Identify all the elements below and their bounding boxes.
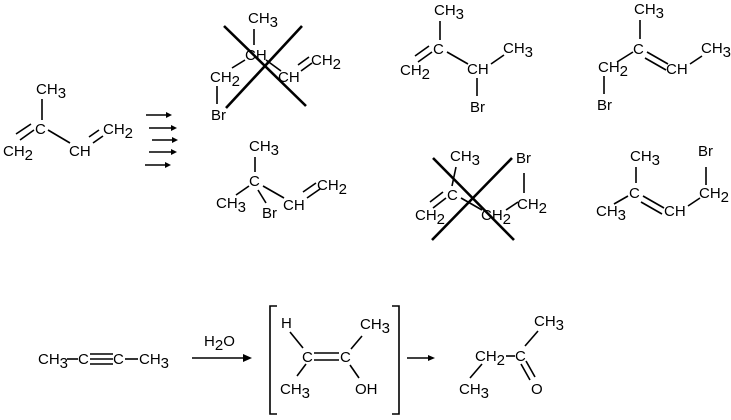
- p2-br: Br: [262, 205, 277, 222]
- p3-c: C: [433, 41, 444, 58]
- p3-ch3-top: CH3: [434, 2, 464, 23]
- p6-ch3-top: CH3: [630, 148, 660, 169]
- p5-ch: CH: [666, 61, 688, 78]
- product-allylic-bromide-bottom: CH3 C CH3 CH CH2 Br: [596, 143, 729, 224]
- ketone-ch3-bottom: CH3: [459, 381, 489, 402]
- alkyne-ch3-left: CH3: [38, 351, 68, 372]
- p5-br: Br: [597, 97, 612, 114]
- p6-ch: CH: [664, 203, 686, 220]
- p6-br: Br: [698, 143, 713, 160]
- p1-ch2: CH2: [210, 69, 240, 90]
- p2-ch2: CH2: [317, 177, 347, 198]
- p3-ch3-right: CH3: [503, 40, 533, 61]
- p1-ch-right: CH: [278, 69, 300, 86]
- isoprene-ch3: CH3: [36, 81, 66, 102]
- p2-ch3-top: CH3: [249, 138, 279, 159]
- p6-c: C: [629, 185, 640, 202]
- p4-ch2-left: CH2: [415, 207, 445, 228]
- tautomer-arrow: [407, 355, 435, 361]
- p2-ch: CH: [283, 197, 305, 214]
- p5-c: C: [633, 41, 644, 58]
- p1-ch2-right: CH2: [311, 52, 341, 73]
- product-secondary-bromide: CH3 C CH2 CH CH3 Br: [400, 2, 533, 116]
- ketone-c: C: [515, 348, 526, 365]
- isoprene-ch2-right: CH2: [103, 121, 133, 142]
- isoprene-ch2-left: CH2: [3, 143, 33, 164]
- isoprene-ch: CH: [69, 143, 91, 160]
- hydration-arrow: H2O: [192, 333, 252, 362]
- ketone-ch3-top: CH3: [534, 313, 564, 334]
- p4-ch2-right: CH2: [517, 196, 547, 217]
- alkyne-c-right: C: [113, 351, 124, 368]
- p6-ch3-left: CH3: [596, 203, 626, 224]
- p5-ch3-right: CH3: [701, 40, 731, 61]
- reagent-label: H2O: [204, 333, 235, 354]
- ketone-o: O: [531, 381, 543, 398]
- p3-ch2: CH2: [400, 62, 430, 83]
- ketone-product: CH3 CH2 C O CH3: [459, 313, 564, 402]
- enol-oh: OH: [355, 381, 378, 398]
- p3-ch: CH: [467, 61, 489, 78]
- p3-br: Br: [470, 99, 485, 116]
- isoprene-structure: CH3 C CH2 CH CH2: [3, 81, 133, 164]
- p5-ch2: CH2: [598, 59, 628, 80]
- product-crossed-2: CH3 C CH2 CH2 CH2 Br: [415, 148, 547, 241]
- enol-c-left: C: [302, 349, 313, 366]
- reaction-arrows: [145, 112, 178, 168]
- p5-ch3-top: CH3: [634, 1, 664, 22]
- product-crossed-1: CH3 CH CH2 Br CH CH2: [210, 10, 341, 124]
- p1-br: Br: [211, 107, 226, 124]
- alkyne-c-left: C: [78, 351, 89, 368]
- p2-ch3-left: CH3: [216, 195, 246, 216]
- enol-c-right: C: [340, 349, 351, 366]
- alkyne-structure: CH3 C C CH3: [38, 351, 169, 372]
- enol-h: H: [281, 315, 292, 332]
- p4-c: C: [447, 187, 458, 204]
- p1-ch3: CH3: [248, 10, 278, 31]
- enol-intermediate: H C C CH3 CH3 OH: [269, 305, 400, 415]
- alkyne-ch3-right: CH3: [139, 351, 169, 372]
- enol-ch3-left: CH3: [280, 381, 310, 402]
- ketone-ch2: CH2: [475, 348, 505, 369]
- p4-br: Br: [516, 150, 531, 167]
- p6-ch2: CH2: [699, 185, 729, 206]
- isoprene-c: C: [35, 121, 46, 138]
- p4-ch3: CH3: [450, 148, 480, 169]
- product-tertiary-bromide: CH3 C CH3 Br CH CH2: [216, 138, 347, 222]
- product-allylic-bromide-top: CH3 C CH2 Br CH CH3: [597, 1, 731, 114]
- p2-c: C: [249, 173, 260, 190]
- enol-ch3-right: CH3: [360, 316, 390, 337]
